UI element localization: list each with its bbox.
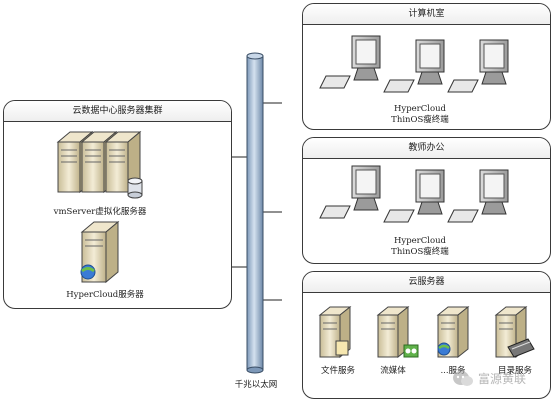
- cluster-title: 云数据中心服务器集群: [4, 101, 231, 122]
- cloud-title: 云服务器: [303, 272, 550, 293]
- cloud-service-label-2: 流媒体: [380, 366, 406, 376]
- lab-label-line2: ThinOS瘦终端: [391, 115, 449, 125]
- directory-server-icon: [494, 305, 535, 359]
- cloud-service-label-4: 目录服务: [497, 366, 532, 376]
- office-label-line1: HyperCloud: [393, 236, 446, 246]
- media-server-icon: [376, 305, 419, 359]
- vmserver-label: vmServer虚拟化服务器: [53, 207, 147, 217]
- file-server-icon: [318, 305, 352, 359]
- hypercloud-server-label: HyperCloud服务器: [66, 290, 144, 300]
- office-label-line2: ThinOS瘦终端: [391, 247, 449, 257]
- lab-label-line1: HyperCloud: [393, 104, 446, 114]
- wechat-icon: [453, 371, 473, 386]
- watermark: 富源黄联: [452, 366, 552, 396]
- office-label: HyperCloud ThinOS瘦终端: [370, 236, 470, 258]
- lab-terminals: [319, 35, 509, 93]
- hypercloud-server-icon: [80, 220, 120, 284]
- lab-title: 计算机室: [303, 4, 550, 25]
- lab-label: HyperCloud ThinOS瘦终端: [370, 104, 470, 126]
- office-title: 教师办公: [303, 138, 550, 159]
- vmserver-icon: [56, 130, 143, 199]
- watermark-text: 富源黄联: [478, 372, 527, 386]
- cloud-service-label-3: ...服务: [440, 366, 466, 376]
- office-terminals: [319, 165, 509, 223]
- web-server-icon: [436, 305, 470, 359]
- cloud-service-label-1: 文件服务: [320, 366, 355, 376]
- network-label: 千兆以太网: [234, 380, 278, 390]
